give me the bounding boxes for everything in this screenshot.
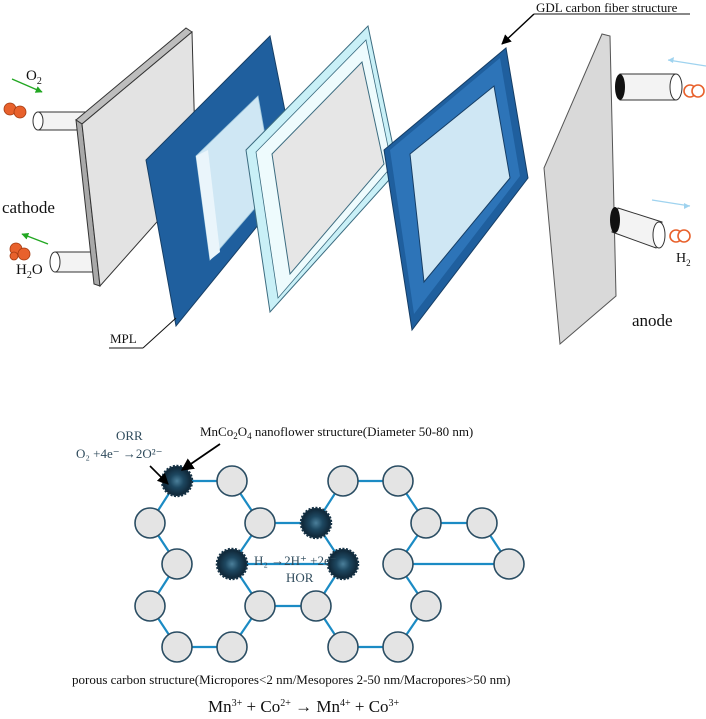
lattice-node [216, 631, 248, 663]
lattice-node [244, 507, 276, 539]
nanoflower-label: MnCo2O4 nanoflower structure(Diameter 50… [200, 424, 473, 441]
orr-equation: O₂ +4e⁻ →2O²⁻ [76, 446, 163, 461]
o2-molecule-icon [3, 102, 27, 119]
cathode-label: cathode [2, 198, 55, 217]
lattice-node [382, 548, 414, 580]
h2-inflow-arrow-top [667, 59, 706, 67]
lattice-node [300, 590, 332, 622]
nanoflower-particle [299, 506, 333, 540]
lattice-node [382, 465, 414, 497]
redox-equation: Mn3+ + Co2+ → Mn4+ + Co3+ [208, 697, 400, 716]
h2-molecule-icon-bottom [669, 229, 691, 243]
gdl-layer [383, 47, 529, 332]
catalyst-frame-layer [245, 24, 399, 314]
h2-molecule-icon-top [683, 84, 705, 98]
anode-inlet-pipe [619, 73, 677, 101]
nanoflower-particle [215, 547, 249, 581]
mpl-label: MPL [110, 331, 137, 346]
h2-label: H2 [676, 251, 691, 268]
lattice-node [410, 590, 442, 622]
carbon-lattice [134, 464, 525, 663]
o2-inflow-arrow [11, 78, 43, 93]
lattice-node [134, 507, 166, 539]
lattice-node [134, 590, 166, 622]
hor-title: HOR [286, 570, 314, 585]
nanoflower-particle [160, 464, 194, 498]
o2-label: O2 [26, 68, 42, 87]
anode-plate [543, 33, 683, 346]
mpl-pointer-line [142, 317, 177, 349]
lattice-node [161, 548, 193, 580]
lattice-node [244, 590, 276, 622]
cathode-inlet-pipe-end [32, 111, 44, 131]
nanoflower-particle [326, 547, 360, 581]
cathode-outlet-pipe-end [49, 251, 61, 273]
mpl-layer [145, 34, 299, 328]
lattice-node [327, 631, 359, 663]
porous-carbon-caption: porous carbon structure(Micropores<2 nm/… [72, 672, 511, 687]
h2o-outflow-arrow [21, 232, 49, 245]
nanoflower-pointer-arrow [180, 443, 221, 471]
anode-label: anode [632, 311, 673, 330]
gdl-label: GDL carbon fiber structure [536, 0, 678, 15]
lattice-node [327, 465, 359, 497]
orr-title: ORR [116, 428, 143, 443]
hor-equation: H₂ →2H⁺ +2e⁻ [254, 553, 337, 568]
orr-pointer-arrow [149, 465, 169, 485]
gdl-pointer-line [501, 13, 535, 45]
lattice-node [216, 465, 248, 497]
h2-inflow-arrow-bottom [651, 199, 691, 207]
lattice-node [410, 507, 442, 539]
cathode-plate [32, 27, 197, 288]
lattice-node [161, 631, 193, 663]
lattice-node [493, 548, 525, 580]
h2o-molecule-icon [9, 242, 31, 261]
h2o-label: H2O [16, 262, 43, 281]
lattice-node [466, 507, 498, 539]
lattice-node [382, 631, 414, 663]
